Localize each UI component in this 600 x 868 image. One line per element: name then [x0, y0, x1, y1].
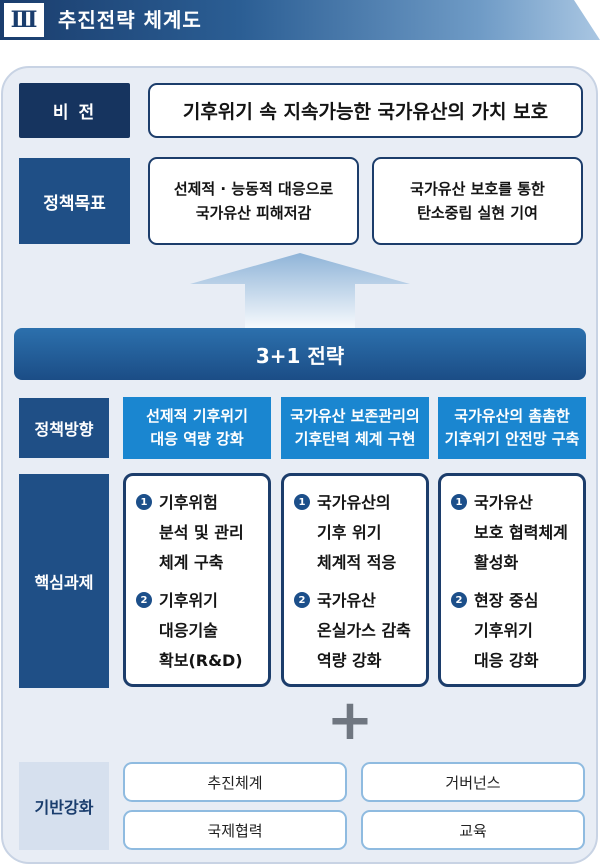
- task-line: 기후위험: [159, 493, 218, 512]
- task-number-badge: 2: [451, 592, 467, 608]
- task-column-3: 1 국가유산 보호 협력체계 활성화 2 현장 중심 기후위기 대응 강화: [438, 473, 586, 687]
- direction-2-line2: 기후탄력 체계 구현: [294, 430, 416, 448]
- task-text: 기후위험 분석 및 관리 체계 구축: [159, 488, 244, 578]
- direction-2-line1: 국가유산 보존관리의: [290, 407, 420, 425]
- task-line: 분석 및 관리: [159, 523, 244, 542]
- task-number-badge: 2: [294, 592, 310, 608]
- task-column-2: 1 국가유산의 기후 위기 체계적 적응 2 국가유산 온실가스 감축 역량 강…: [281, 473, 429, 687]
- direction-1-line1: 선제적 기후위기: [146, 407, 248, 425]
- task-line: 확보(R&D): [159, 651, 243, 670]
- task-item: 2 현장 중심 기후위기 대응 강화: [451, 586, 575, 676]
- task-line: 역량 강화: [317, 651, 382, 670]
- task-number-badge: 1: [451, 494, 467, 510]
- task-text: 국가유산 보호 협력체계 활성화: [474, 488, 568, 578]
- task-text: 현장 중심 기후위기 대응 강화: [474, 586, 538, 676]
- task-text: 기후위기 대응기술 확보(R&D): [159, 586, 243, 676]
- core-tasks-label: 핵심과제: [19, 474, 109, 688]
- goal-2-line2: 탄소중립 실현 기여: [417, 204, 538, 222]
- direction-3-line2: 기후위기 안전망 구축: [444, 430, 580, 448]
- policy-goal-2: 국가유산 보호를 통한 탄소중립 실현 기여: [372, 157, 583, 245]
- goal-2-line1: 국가유산 보호를 통한: [410, 180, 545, 198]
- upward-arrow: [190, 253, 410, 329]
- task-line: 온실가스 감축: [317, 621, 411, 640]
- task-line: 기후 위기: [317, 523, 382, 542]
- header-corner-cut: [574, 0, 600, 40]
- task-line: 국가유산의: [317, 493, 391, 512]
- policy-directions-label: 정책방향: [19, 398, 109, 458]
- task-line: 체계 구축: [159, 553, 224, 572]
- section-number: Ⅲ: [4, 3, 44, 37]
- goal-1-line2: 국가유산 피해저감: [195, 204, 312, 222]
- foundation-item-3: 국제협력: [123, 810, 347, 850]
- foundation-item-4: 교육: [361, 810, 585, 850]
- task-line: 국가유산: [474, 493, 533, 512]
- section-header-bar: Ⅲ 추진전략 체계도: [0, 0, 600, 40]
- task-item: 1 기후위험 분석 및 관리 체계 구축: [136, 488, 260, 578]
- task-item: 2 기후위기 대응기술 확보(R&D): [136, 586, 260, 676]
- task-number-badge: 1: [136, 494, 152, 510]
- task-text: 국가유산 온실가스 감축 역량 강화: [317, 586, 411, 676]
- section-title: 추진전략 체계도: [58, 8, 202, 32]
- task-line: 활성화: [474, 553, 519, 572]
- vision-label: 비 전: [19, 83, 130, 138]
- task-line: 국가유산: [317, 591, 376, 610]
- direction-3: 국가유산의 촘촘한 기후위기 안전망 구축: [438, 397, 586, 459]
- vision-box: 기후위기 속 지속가능한 국가유산의 가치 보호: [148, 83, 583, 138]
- task-item: 2 국가유산 온실가스 감축 역량 강화: [294, 586, 418, 676]
- direction-1-line2: 대응 역량 강화: [150, 430, 244, 448]
- task-line: 기후위기: [159, 591, 218, 610]
- task-column-1: 1 기후위험 분석 및 관리 체계 구축 2 기후위기 대응기술 확보(R&D): [123, 473, 271, 687]
- task-number-badge: 1: [294, 494, 310, 510]
- foundation-item-1: 추진체계: [123, 762, 347, 802]
- task-line: 보호 협력체계: [474, 523, 568, 542]
- policy-goal-1: 선제적 · 능동적 대응으로 국가유산 피해저감: [148, 157, 359, 245]
- task-item: 1 국가유산 보호 협력체계 활성화: [451, 488, 575, 578]
- direction-2: 국가유산 보존관리의 기후탄력 체계 구현: [281, 397, 429, 459]
- task-item: 1 국가유산의 기후 위기 체계적 적응: [294, 488, 418, 578]
- foundation-item-2: 거버넌스: [361, 762, 585, 802]
- task-line: 대응 강화: [474, 651, 539, 670]
- strategy-banner: 3+1 전략: [14, 328, 586, 380]
- policy-goals-label: 정책목표: [19, 158, 130, 244]
- foundation-label: 기반강화: [19, 762, 109, 850]
- task-line: 체계적 적응: [317, 553, 397, 572]
- direction-3-line1: 국가유산의 촘촘한: [454, 407, 570, 425]
- task-line: 기후위기: [474, 621, 533, 640]
- task-text: 국가유산의 기후 위기 체계적 적응: [317, 488, 396, 578]
- plus-icon: +: [326, 688, 374, 753]
- task-line: 대응기술: [159, 621, 218, 640]
- task-number-badge: 2: [136, 592, 152, 608]
- goal-1-line1: 선제적 · 능동적 대응으로: [173, 180, 334, 198]
- direction-1: 선제적 기후위기 대응 역량 강화: [123, 397, 271, 459]
- task-line: 현장 중심: [474, 591, 539, 610]
